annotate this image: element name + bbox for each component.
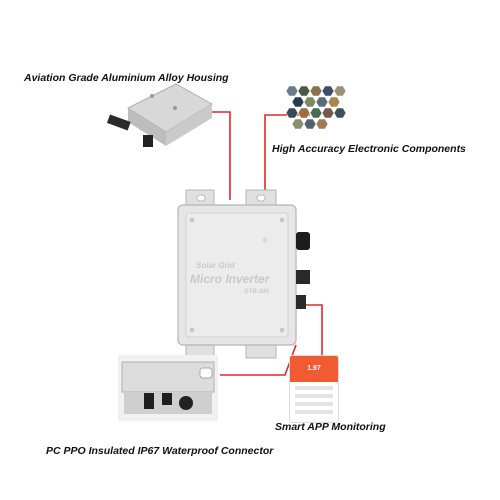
device-model-text: GTB-300 [244,289,269,295]
callout-line-housing [210,111,231,200]
housing-thumbnail [106,83,213,147]
ac-connector [296,295,306,309]
cable-gland [296,232,310,250]
connector-feature-label: PC PPO Insulated IP67 Waterproof Connect… [46,445,274,457]
connector-inset [118,355,218,421]
device-product-text: Micro Inverter [190,272,271,286]
app-row [295,410,333,414]
app-reading: 1.97 [290,356,338,382]
app-row [295,386,333,390]
app-row [295,402,333,406]
components-feature-label: High Accuracy Electronic Components [272,143,466,155]
dc-connector [296,270,310,284]
app-row [295,394,333,398]
component-honeycomb [285,85,347,130]
app-screen-thumbnail: 1.97 [289,355,339,423]
app-feature-label: Smart APP Monitoring [275,421,386,433]
callout-line-app [300,304,323,360]
inverter-body [177,189,310,359]
device-brand-text: Solar Grid [196,261,236,270]
housing-feature-label: Aviation Grade Aluminium Alloy Housing [24,72,229,84]
